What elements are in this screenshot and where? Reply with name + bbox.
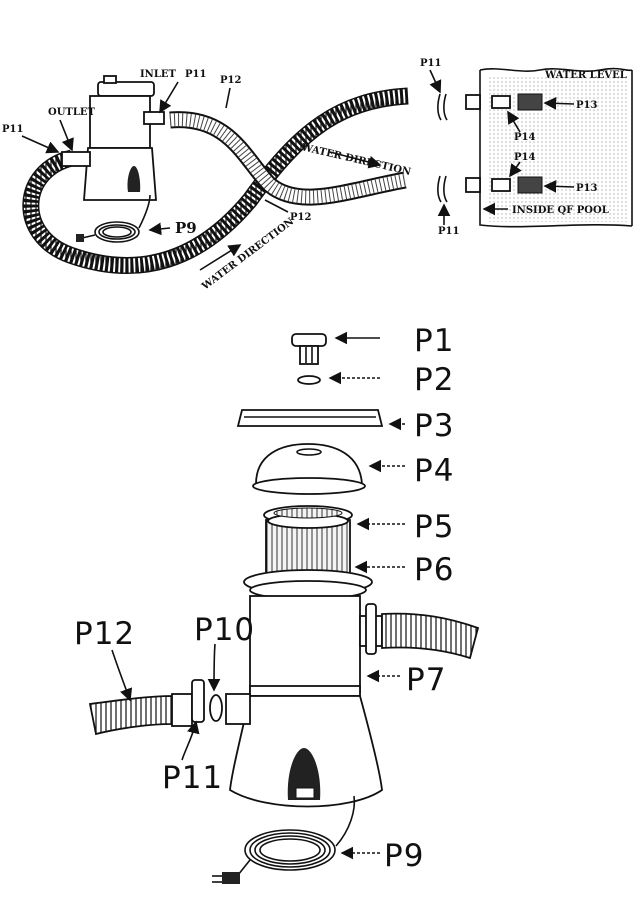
pool-wall bbox=[437, 67, 633, 228]
hose-p12-right bbox=[359, 603, 480, 660]
part-p9-power-cord bbox=[212, 795, 356, 884]
label-p6: P6 bbox=[414, 552, 454, 588]
label-p1: P1 bbox=[414, 323, 454, 359]
label-water-level: WATER LEVEL bbox=[544, 70, 627, 81]
power-cord-small bbox=[76, 194, 151, 243]
part-p4-cover bbox=[252, 443, 366, 495]
pump-small bbox=[61, 75, 165, 201]
label-p12-top: P12 bbox=[220, 75, 241, 86]
part-p2-o-ring bbox=[297, 375, 321, 385]
part-p10-o-ring bbox=[209, 694, 223, 722]
setup-diagram: INLET OUTLET P11 P12 P11 P9 P12 WATER DI… bbox=[2, 58, 633, 293]
label-p11-left: P11 bbox=[2, 124, 23, 135]
label-inside-pool: INSIDE QF POOL bbox=[512, 205, 609, 216]
label-p10: P10 bbox=[194, 612, 255, 648]
part-p11-clamp bbox=[191, 679, 205, 723]
part-p1-vent-knob bbox=[291, 333, 327, 365]
label-p11-right-bottom: P11 bbox=[438, 226, 459, 237]
label-p12: P12 bbox=[74, 616, 135, 652]
label-p14-bottom: P14 bbox=[514, 152, 535, 163]
label-p14-top: P14 bbox=[514, 132, 535, 143]
label-p12-mid: P12 bbox=[290, 212, 311, 223]
part-p7-pump-housing bbox=[229, 569, 383, 808]
label-outlet: OUTLET bbox=[48, 107, 96, 118]
label-p9-small: P9 bbox=[175, 219, 197, 237]
hose-p12-left bbox=[88, 679, 251, 736]
label-p9: P9 bbox=[384, 838, 424, 874]
label-p13-top: P13 bbox=[576, 100, 597, 111]
label-inlet: INLET bbox=[140, 69, 176, 80]
label-p2: P2 bbox=[414, 362, 454, 398]
part-p3-lock-ring bbox=[236, 409, 384, 427]
label-p5: P5 bbox=[414, 509, 454, 545]
label-p3: P3 bbox=[414, 408, 454, 444]
label-p11: P11 bbox=[162, 760, 223, 796]
exploded-view: P1 P2 P3 P4 P5 P6 P7 P9 P10 P12 P11 bbox=[74, 323, 480, 884]
label-p13-bottom: P13 bbox=[576, 183, 597, 194]
label-p7: P7 bbox=[406, 662, 446, 698]
label-p11-right-top: P11 bbox=[420, 58, 441, 69]
label-p4: P4 bbox=[414, 453, 454, 489]
label-p11-top: P11 bbox=[185, 69, 206, 80]
label-water-direction-1: WATER DIRECTION bbox=[299, 142, 411, 178]
